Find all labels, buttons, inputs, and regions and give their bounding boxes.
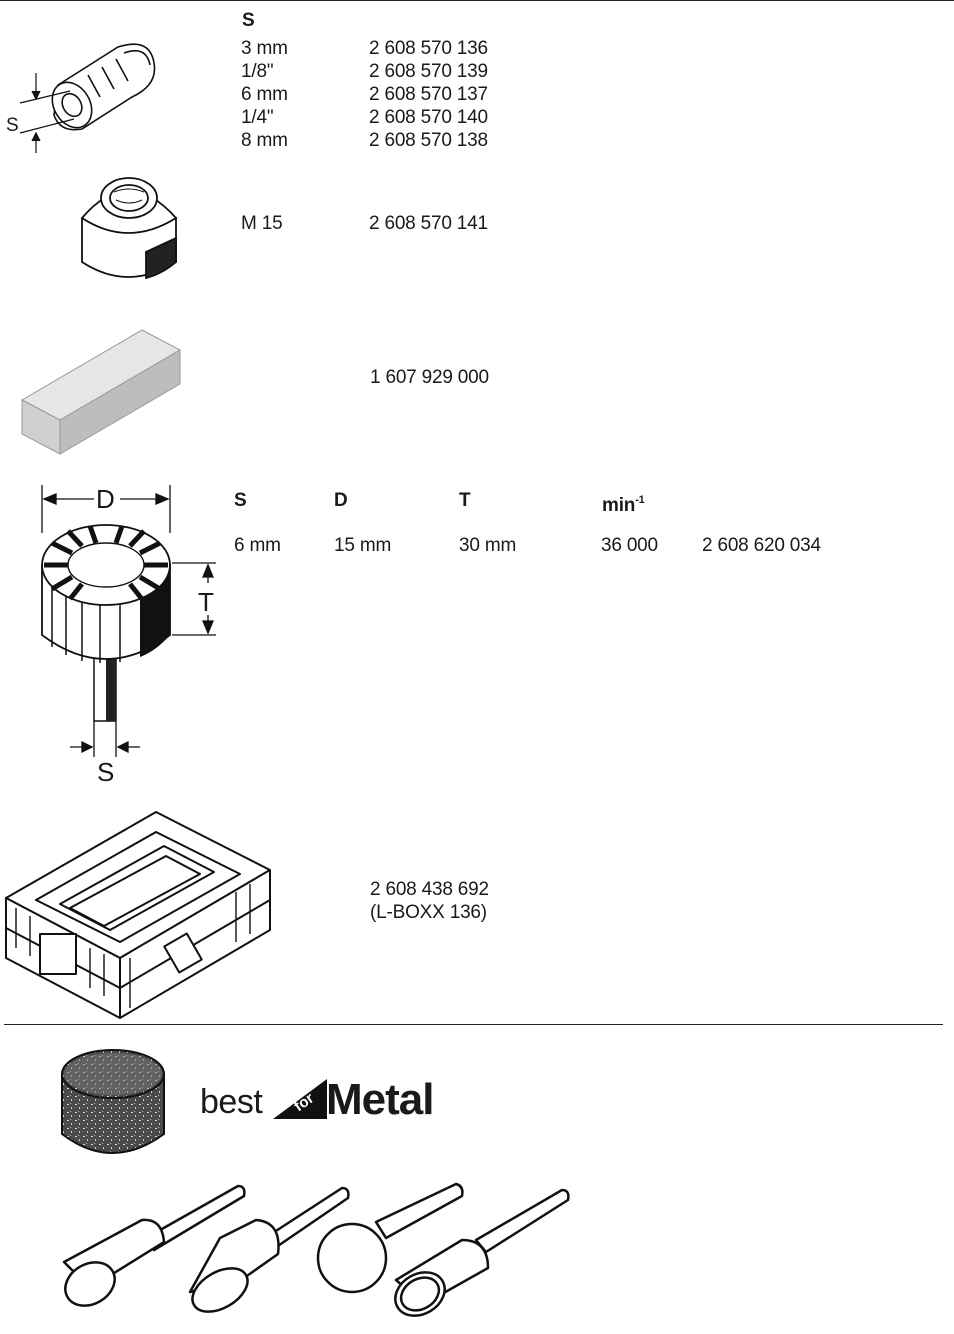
collet-table: 3 mm 2 608 570 136 1/8" 2 608 570 139 6 mm… [241, 37, 488, 152]
collet-row: 1/4" 2 608 570 140 [241, 106, 488, 129]
nut-illustration [80, 177, 178, 280]
block-part: 1 607 929 000 [370, 367, 489, 388]
nut-size: M 15 [241, 213, 283, 234]
collet-row: 8 mm 2 608 570 138 [241, 129, 488, 152]
abrasive-sleeve-illustration [61, 1049, 165, 1154]
nut-part: 2 608 570 141 [369, 213, 488, 234]
sleeve-part: 2 608 620 034 [702, 535, 821, 556]
sleeve-header-d: D [334, 490, 348, 511]
mounted-points-illustration [62, 1182, 570, 1317]
rpm-exponent: -1 [635, 494, 645, 506]
collet-size: 1/4" [241, 107, 274, 128]
sleeve-d: 15 mm [334, 535, 392, 556]
top-rule [0, 0, 954, 1]
rpm-unit: min [602, 495, 636, 516]
sanding-sleeve-illustration [41, 485, 216, 757]
collet-part: 2 608 570 136 [369, 38, 488, 59]
cleaning-block-illustration [20, 329, 182, 455]
collet-size: 6 mm [241, 84, 288, 105]
collet-part: 2 608 570 138 [369, 130, 488, 151]
l-boxx-illustration [5, 811, 271, 1019]
collet-size: 3 mm [241, 38, 288, 59]
lboxx-part: 2 608 438 692 [370, 879, 489, 900]
sleeve-header-s: S [234, 490, 247, 511]
sleeve-header-t: T [459, 490, 471, 511]
collet-part: 2 608 570 139 [369, 61, 488, 82]
collet-part: 2 608 570 137 [369, 84, 488, 105]
lboxx-name: (L-BOXX 136) [370, 902, 487, 923]
brand-wedge-icon [273, 1079, 327, 1119]
brand-best: best [200, 1083, 263, 1121]
sleeve-dim-s: S [97, 757, 115, 787]
section-divider [4, 1024, 943, 1025]
sleeve-s: 6 mm [234, 535, 281, 556]
collet-size: 1/8" [241, 61, 274, 82]
brand-metal: Metal [326, 1075, 434, 1124]
sleeve-dim-t: T [198, 587, 214, 617]
collet-dim-label: S [6, 115, 19, 136]
sleeve-dim-d: D [96, 484, 115, 514]
collet-row: 1/8" 2 608 570 139 [241, 60, 488, 83]
collet-row: 3 mm 2 608 570 136 [241, 37, 488, 60]
sleeve-t: 30 mm [459, 535, 517, 556]
collet-illustration [19, 43, 156, 153]
collet-part: 2 608 570 140 [369, 107, 488, 128]
collet-row: 6 mm 2 608 570 137 [241, 83, 488, 106]
sleeve-rpm: 36 000 [601, 535, 658, 556]
collet-size-header: S [242, 10, 255, 31]
collet-size: 8 mm [241, 130, 288, 151]
sleeve-header-rpm: min-1 [602, 489, 645, 517]
